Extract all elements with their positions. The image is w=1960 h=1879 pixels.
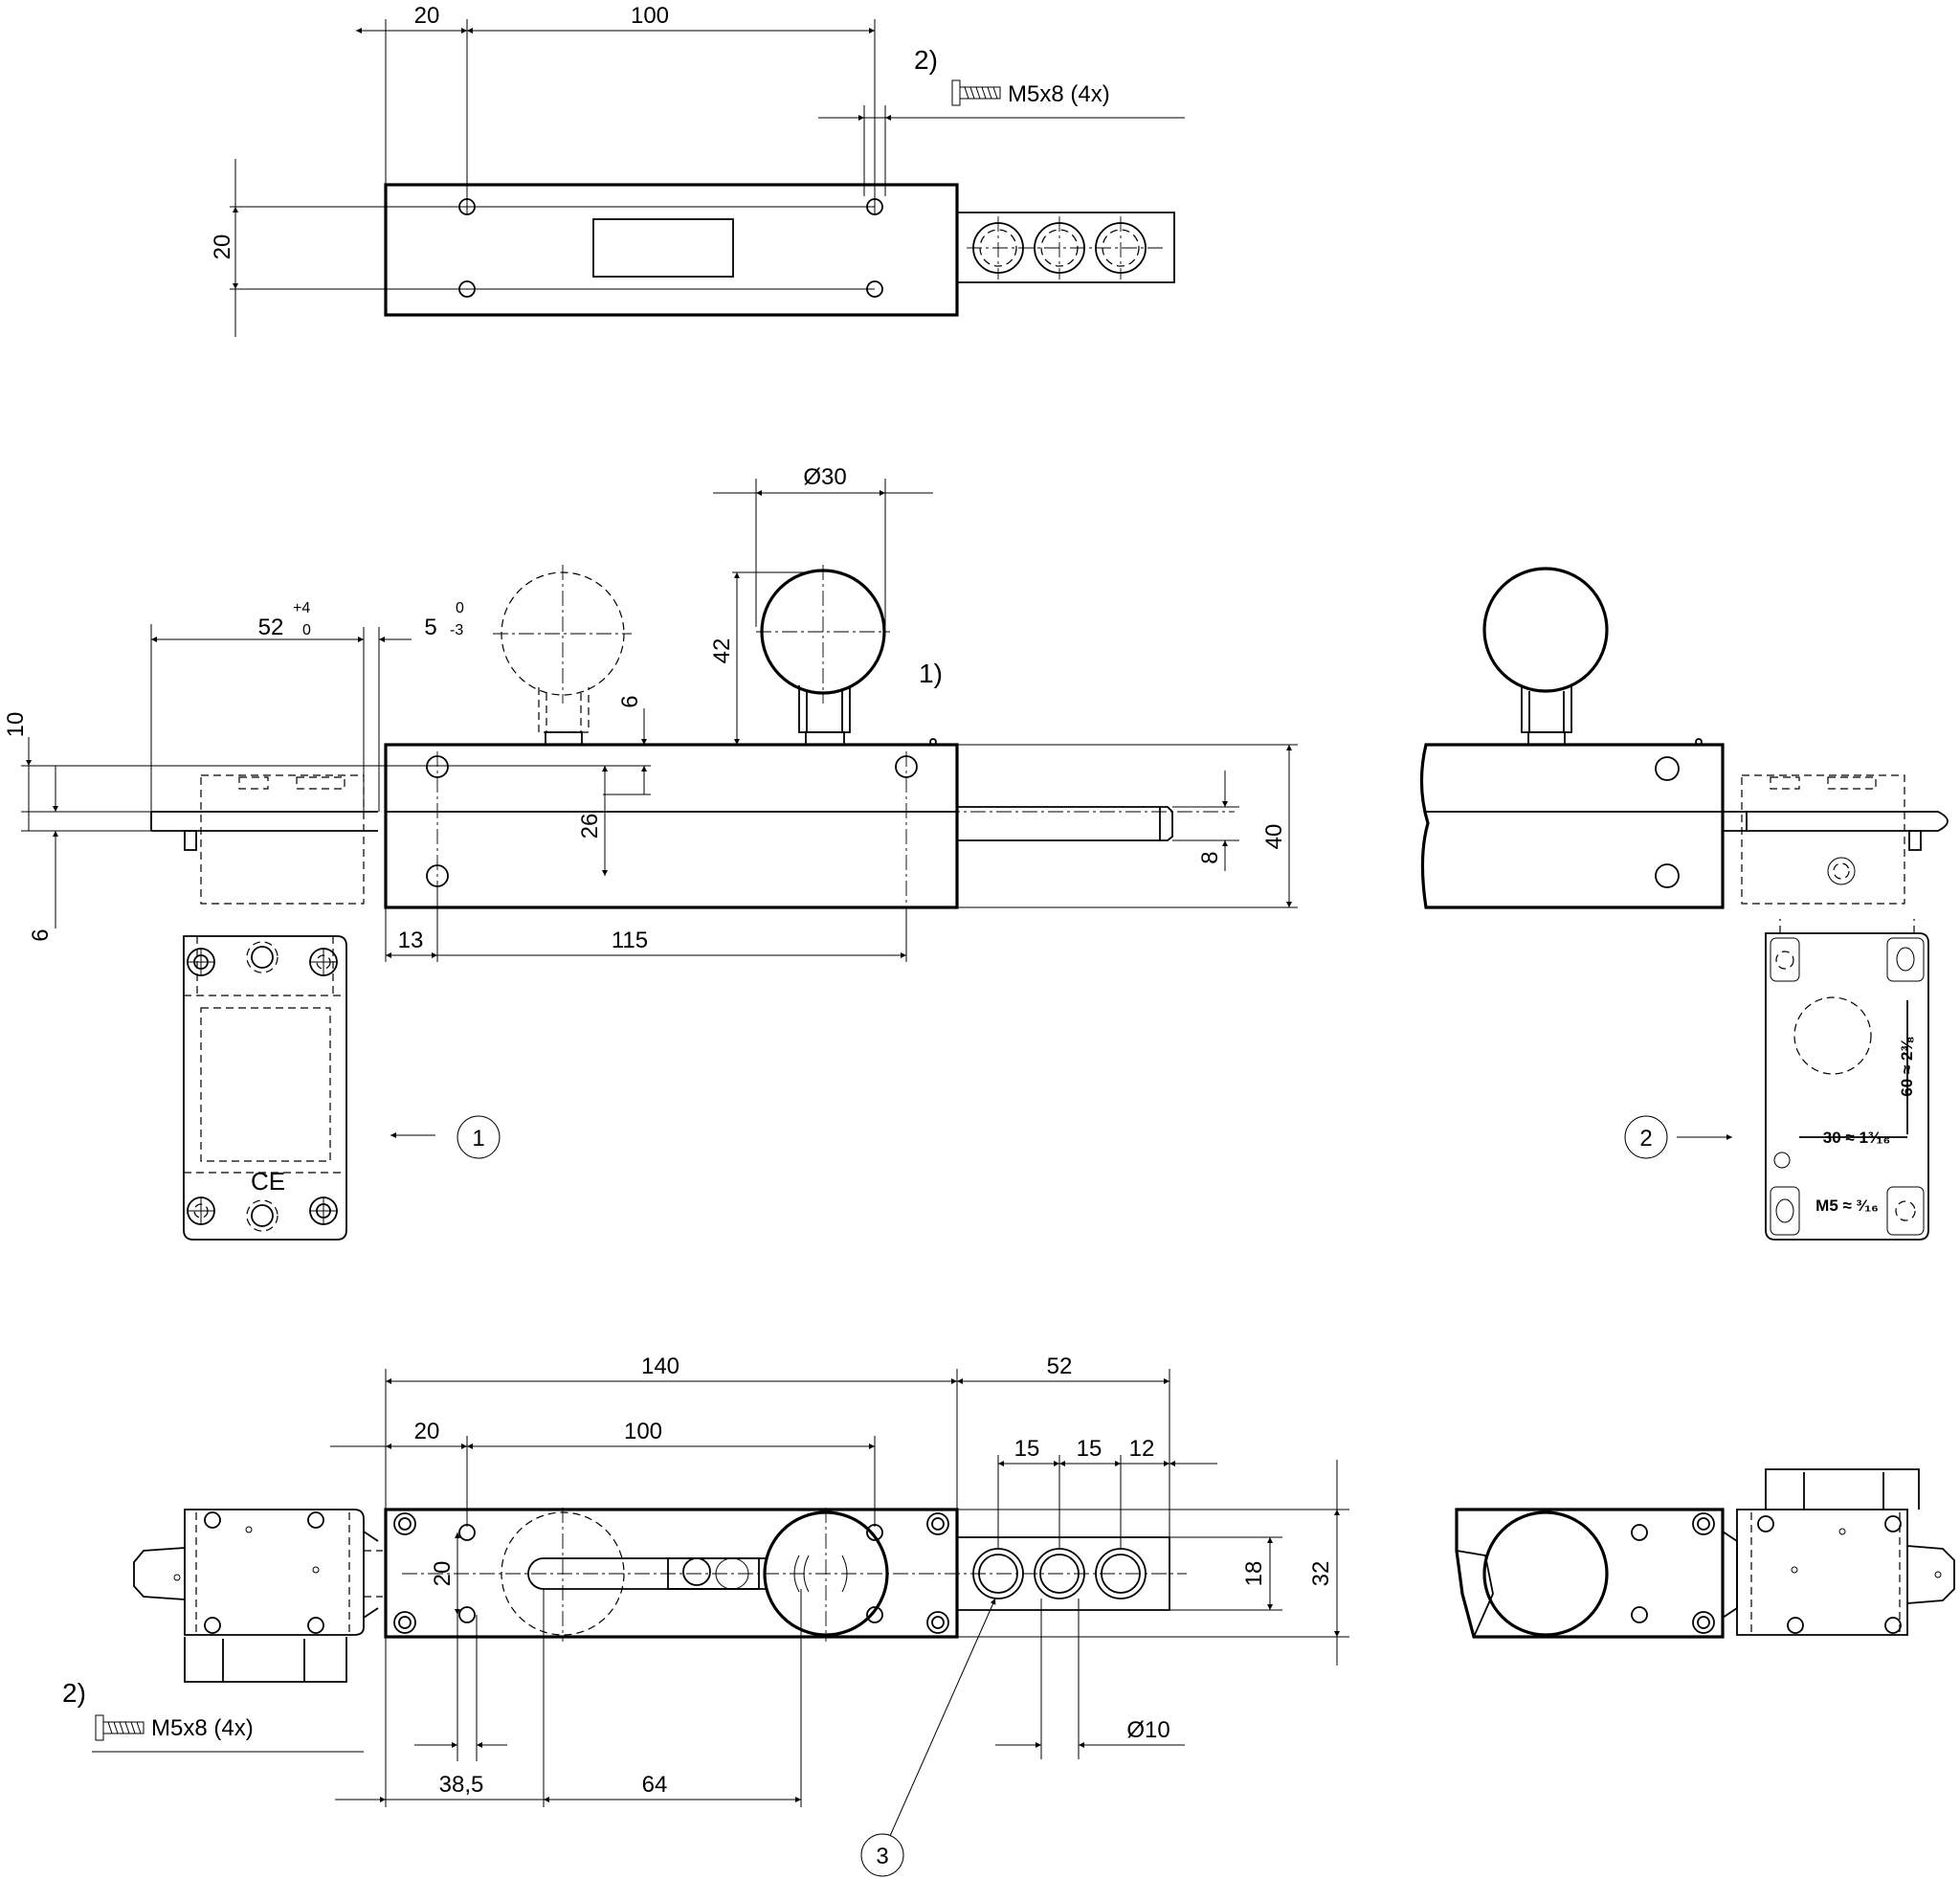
top-screw-label: M5x8 (4x) [1008, 81, 1110, 107]
bottom-note-2: 2) [62, 1678, 86, 1708]
view-marker-2: 2 [1624, 1115, 1732, 1159]
right-plate-view: 60 ≈ 2⅜ 30 ≈ 1³⁄₁₆ M5 ≈ ³⁄₁₆ [1765, 919, 1929, 1241]
front-view-housing [384, 743, 959, 909]
front-dim-5: 5 [424, 615, 436, 640]
bottom-view-extension-lines [92, 1369, 1349, 1807]
bottom-dim-52: 52 [1047, 1353, 1073, 1379]
left-actuator-plate-view: CE [183, 935, 347, 1241]
front-dim-10: 10 [3, 712, 29, 738]
bottom-view-gland-tab [957, 1536, 1170, 1611]
side-view-housing [1419, 743, 1725, 909]
view-marker-1-label: 1 [472, 1126, 484, 1152]
side-view [1419, 567, 1949, 909]
front-view-extension-lines [21, 479, 1298, 962]
front-view: 52 +4 0 5 0 -3 Ø30 42 6 10 26 6 13 115 8… [3, 464, 1298, 962]
front-dim-52-tol-upper: +4 [293, 600, 310, 616]
top-dim-left-20: 20 [210, 235, 235, 260]
front-view-actuator-rod [957, 806, 1173, 841]
bottom-dim-140: 140 [641, 1353, 679, 1379]
front-view-actuator-plate [150, 774, 378, 905]
bottom-screw-icon [95, 1714, 145, 1741]
front-dim-6-left: 6 [28, 928, 54, 941]
bottom-dim-20-vert: 20 [430, 1561, 456, 1587]
front-view-holes [426, 738, 937, 887]
bottom-dim-15a: 15 [1014, 1436, 1040, 1462]
view-marker-3-label: 3 [876, 1844, 888, 1869]
bottom-dim-15b: 15 [1077, 1436, 1102, 1462]
front-note-1: 1) [919, 659, 943, 688]
front-dim-8: 8 [1197, 851, 1223, 863]
view-marker-2-label: 2 [1639, 1126, 1652, 1152]
bottom-dim-20: 20 [414, 1419, 440, 1444]
front-dim-42: 42 [709, 638, 735, 664]
bottom-view-corner-screws [393, 1512, 949, 1634]
front-dim-26: 26 [577, 814, 603, 839]
front-dim-5-tol-lower: -3 [450, 622, 463, 638]
top-view-housing [384, 183, 959, 317]
bottom-right-view [1455, 1468, 1955, 1639]
top-note-2: 2) [914, 45, 938, 75]
front-dim-52-tol-lower: 0 [302, 622, 311, 638]
front-dim-52: 52 [258, 615, 284, 640]
front-dim-13: 13 [398, 928, 424, 953]
top-view-window [592, 218, 734, 278]
bottom-view-housing [384, 1508, 959, 1639]
top-view-centerlines [967, 216, 1163, 280]
bottom-dim-32: 32 [1308, 1561, 1334, 1587]
bottom-dim-12: 12 [1129, 1436, 1155, 1462]
top-dim-20: 20 [414, 3, 440, 29]
top-screw-icon [951, 79, 1001, 106]
front-dim-115: 115 [612, 928, 648, 953]
side-view-handle-knob [1482, 567, 1609, 746]
top-dim-100: 100 [631, 3, 669, 29]
view-marker-3: 3 [860, 1598, 996, 1877]
bottom-screw-label: M5x8 (4x) [151, 1715, 254, 1741]
front-dim-5-tol-upper: 0 [456, 600, 464, 616]
top-view-actuator-tab [957, 212, 1175, 283]
bottom-view-left-plate [133, 1509, 383, 1683]
bottom-dim-18: 18 [1241, 1561, 1267, 1587]
front-dim-d30: Ø30 [803, 464, 846, 490]
side-plate-dim-60: 60 ≈ 2⅜ [1898, 1037, 1916, 1097]
side-plate-dim-m5: M5 ≈ ³⁄₁₆ [1815, 1197, 1879, 1215]
bottom-dim-d10: Ø10 [1126, 1717, 1169, 1743]
bottom-view: 140 52 20 100 15 15 12 20 18 32 Ø10 38,5… [62, 1353, 1349, 1807]
top-view: 20 100 20 2) M5x8 (4x) [210, 3, 1185, 337]
bottom-dim-64: 64 [642, 1772, 668, 1798]
front-dim-6-top: 6 [617, 695, 643, 707]
front-dim-40: 40 [1261, 824, 1287, 850]
top-view-mount-holes [458, 198, 883, 298]
side-plate-dim-30: 30 ≈ 1³⁄₁₆ [1823, 1129, 1890, 1147]
ce-mark: CE [251, 1167, 285, 1196]
bottom-dim-38-5: 38,5 [439, 1772, 484, 1798]
bottom-dim-100: 100 [624, 1419, 662, 1444]
view-marker-1: 1 [390, 1115, 501, 1159]
